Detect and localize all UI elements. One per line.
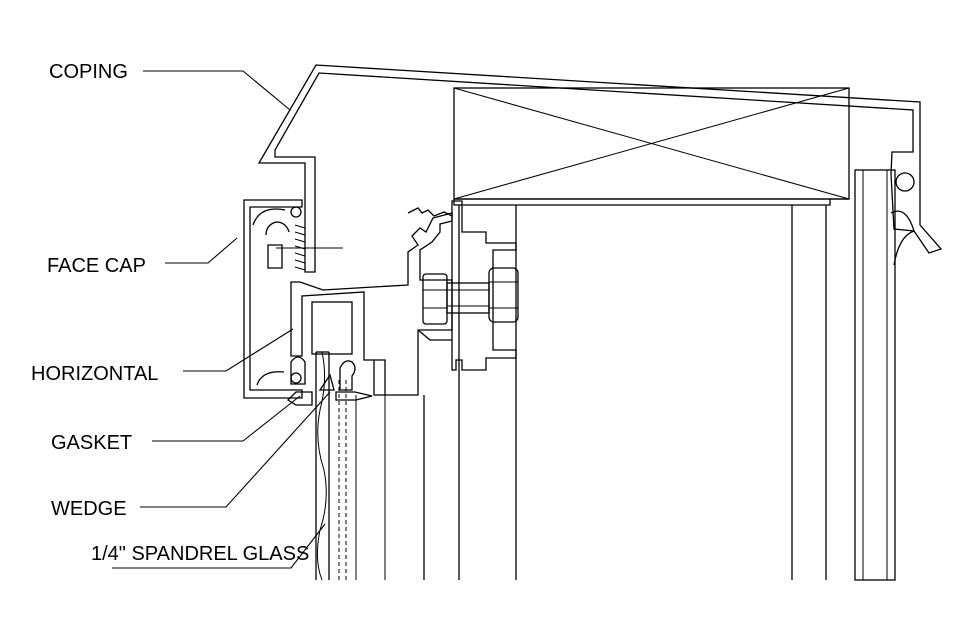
bolt-assembly [422,267,519,325]
callout-labels: COPING FACE CAP HORIZONTAL GASKET WEDGE … [31,61,309,565]
label-coping: COPING [49,61,128,83]
label-face-cap: FACE CAP [47,255,146,277]
anchor-clip [451,200,517,371]
spandrel-glass [315,351,425,581]
wall-framing [458,169,896,581]
leader-horizontal [183,328,294,372]
leader-coping [143,70,291,111]
face-cap [243,199,343,399]
label-gasket: GASKET [51,432,132,454]
leader-face-cap [165,237,238,264]
wood-blocking [453,87,850,206]
horizontal-mullion [290,207,453,396]
label-spandrel-glass: 1/4" SPANDREL GLASS [91,543,309,565]
leader-wedge [140,391,331,508]
coping [257,64,943,273]
label-horizontal: HORIZONTAL [31,363,158,385]
leader-gasket [152,395,301,442]
label-wedge: WEDGE [51,498,127,520]
gaskets-and-wedge [286,356,373,406]
leader-lines [112,70,331,569]
leader-spandrel-glass [112,523,326,569]
